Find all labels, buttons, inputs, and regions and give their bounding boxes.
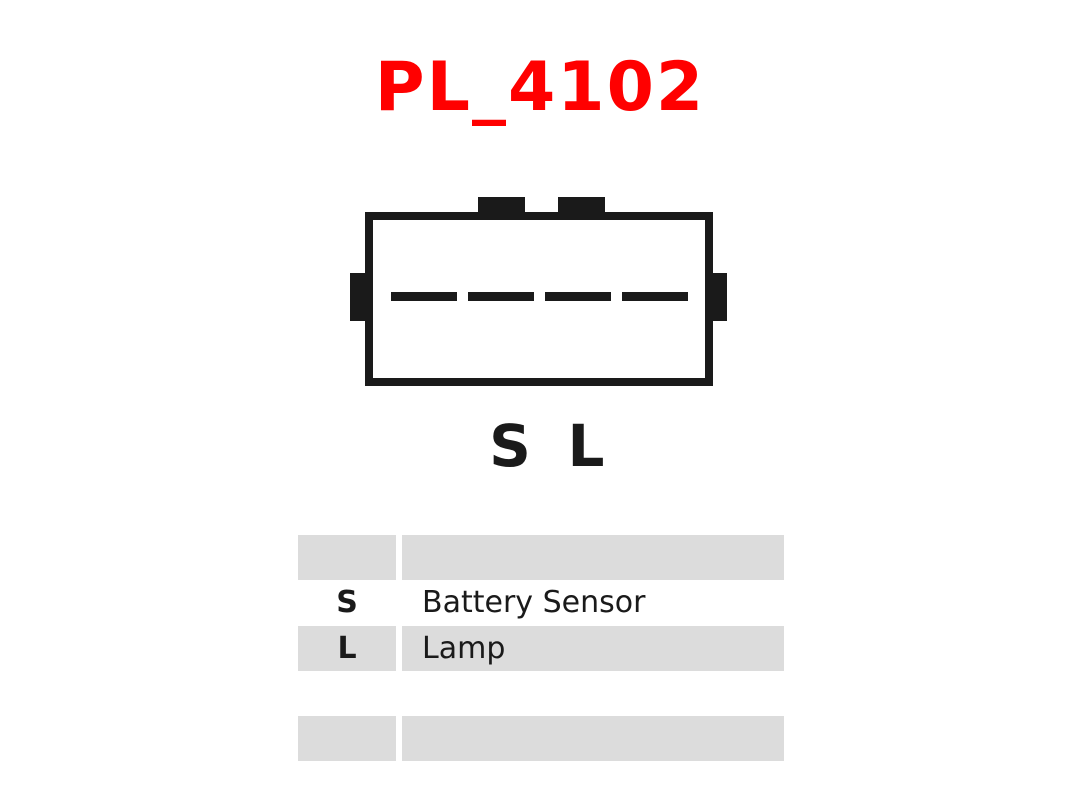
table-row [298, 671, 784, 716]
table-cell-code: S [336, 585, 358, 620]
table-cell-description [402, 535, 784, 580]
table-cell-description: Battery Sensor [422, 585, 646, 620]
connector-pin-slot [468, 292, 534, 301]
table-cell-code: L [298, 626, 396, 671]
connector-pin-slot [391, 292, 457, 301]
connector-pin-slot [545, 292, 611, 301]
table-cell-description: Lamp [402, 626, 784, 671]
pin-label-s: S [489, 412, 531, 480]
pin-label-l: L [567, 412, 605, 480]
table-row: L Lamp [298, 626, 784, 671]
connector-tab-left [350, 273, 368, 321]
table-cell-description [402, 671, 784, 716]
table-cell-description [402, 716, 784, 761]
table-cell-code [298, 716, 396, 761]
connector-tab-right [709, 273, 727, 321]
table-row [298, 716, 784, 761]
table-cell-code [298, 535, 396, 580]
table-row [298, 535, 784, 580]
page-title: PL_4102 [374, 48, 706, 127]
table-row: S Battery Sensor [298, 580, 784, 625]
connector-pin-slot [622, 292, 688, 301]
table-cell-code [298, 671, 396, 716]
